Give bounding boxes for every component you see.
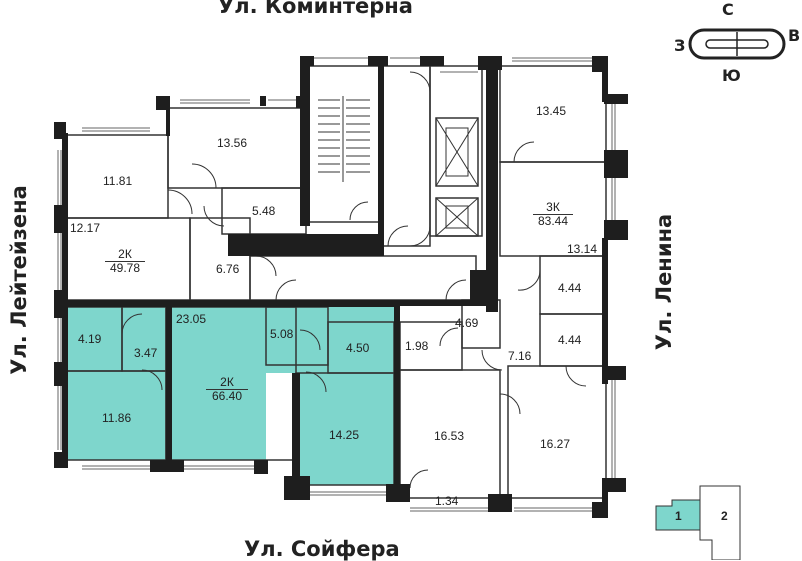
compass-east-label: В — [788, 26, 801, 45]
room-area: 1.34 — [435, 494, 459, 508]
room-area: 16.53 — [434, 429, 465, 443]
apartment-area: 66.40 — [206, 389, 248, 403]
compass-south-label: Ю — [722, 66, 741, 85]
room-area: 11.81 — [103, 174, 133, 188]
room-area: 4.44 — [558, 333, 582, 347]
street-name-bottom: Ул. Сойфера — [244, 537, 400, 561]
room-area: 4.19 — [78, 332, 102, 346]
room-area: 6.76 — [216, 262, 240, 276]
elevators — [435, 117, 479, 237]
room-area: 1.98 — [405, 339, 429, 353]
apartment-type: 2К — [118, 247, 132, 261]
door-swings — [121, 71, 587, 489]
street-name-top: Ул. Коминтерна — [218, 0, 413, 18]
selected-apartment[interactable] — [66, 307, 394, 485]
room-area: 11.86 — [102, 411, 132, 425]
room-area: 14.25 — [329, 428, 360, 442]
walls — [54, 56, 628, 518]
room-area: 7.16 — [508, 349, 532, 363]
room-area: 23.05 — [176, 312, 207, 326]
room-area: 13.45 — [536, 104, 567, 118]
apartment-area: 49.78 — [105, 261, 145, 275]
apartment-area: 83.44 — [533, 214, 573, 228]
apartment-type: 3К — [546, 200, 560, 214]
room-area: 3.47 — [134, 346, 158, 360]
apartment-type: 2К — [220, 375, 234, 389]
room-area: 16.27 — [540, 437, 571, 451]
compass-icon — [688, 28, 786, 60]
room-area: 4.69 — [455, 316, 479, 330]
windows — [57, 57, 616, 512]
room-area: 4.44 — [558, 281, 582, 295]
room-area: 4.50 — [346, 341, 370, 355]
room-area: 5.48 — [252, 204, 276, 218]
room-area: 12.17 — [70, 221, 101, 235]
compass-north-label: С — [722, 0, 734, 19]
room-area: 13.56 — [217, 136, 248, 150]
section-1-label[interactable]: 1 — [675, 509, 682, 523]
room-area: 5.08 — [270, 327, 294, 341]
compass-west-label: З — [674, 36, 686, 55]
staircase — [318, 96, 370, 182]
room-area: 13.14 — [567, 242, 598, 256]
section-minimap-icon[interactable] — [655, 485, 741, 560]
section-2-label[interactable]: 2 — [721, 509, 728, 523]
